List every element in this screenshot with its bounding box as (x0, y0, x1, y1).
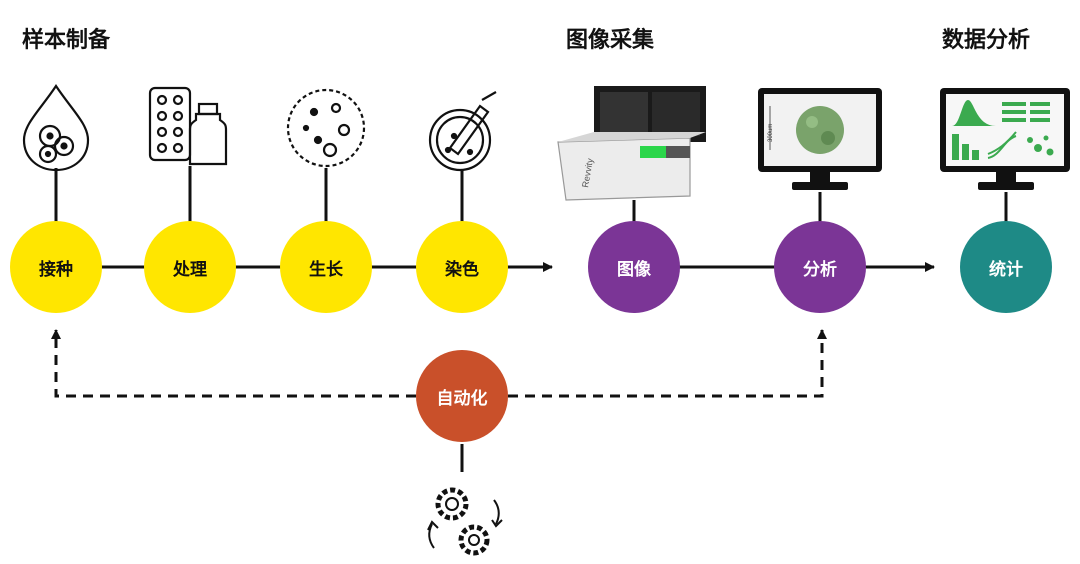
node-inoculate: 接种 (10, 221, 102, 313)
title-sample-prep: 样本制备 (22, 28, 111, 53)
title-image-acquisition: 图像采集 (566, 28, 655, 53)
spheroid-icon (286, 88, 366, 168)
node-stain: 染色 (416, 221, 508, 313)
monitor-charts-icon (940, 88, 1070, 190)
node-image: 图像 (588, 221, 680, 313)
scale-text: 300um (768, 124, 774, 142)
title-data-analysis: 数据分析 (942, 28, 1031, 53)
node-treat: 处理 (144, 221, 236, 313)
rotating-gears-icon (427, 487, 503, 556)
well-plate-and-bottle-icon (148, 86, 228, 166)
imaging-instrument-icon: Revvity (557, 86, 706, 201)
droplet-with-cells-icon (22, 84, 90, 172)
pipette-dish-icon (428, 91, 497, 172)
automation-dashed-loop (51, 329, 416, 398)
monitor-3d-spheroid-icon: 300um (758, 88, 882, 190)
node-automation: 自动化 (416, 350, 508, 442)
node-analyze: 分析 (774, 221, 866, 313)
node-grow: 生长 (280, 221, 372, 313)
node-statistics: 统计 (960, 221, 1052, 313)
